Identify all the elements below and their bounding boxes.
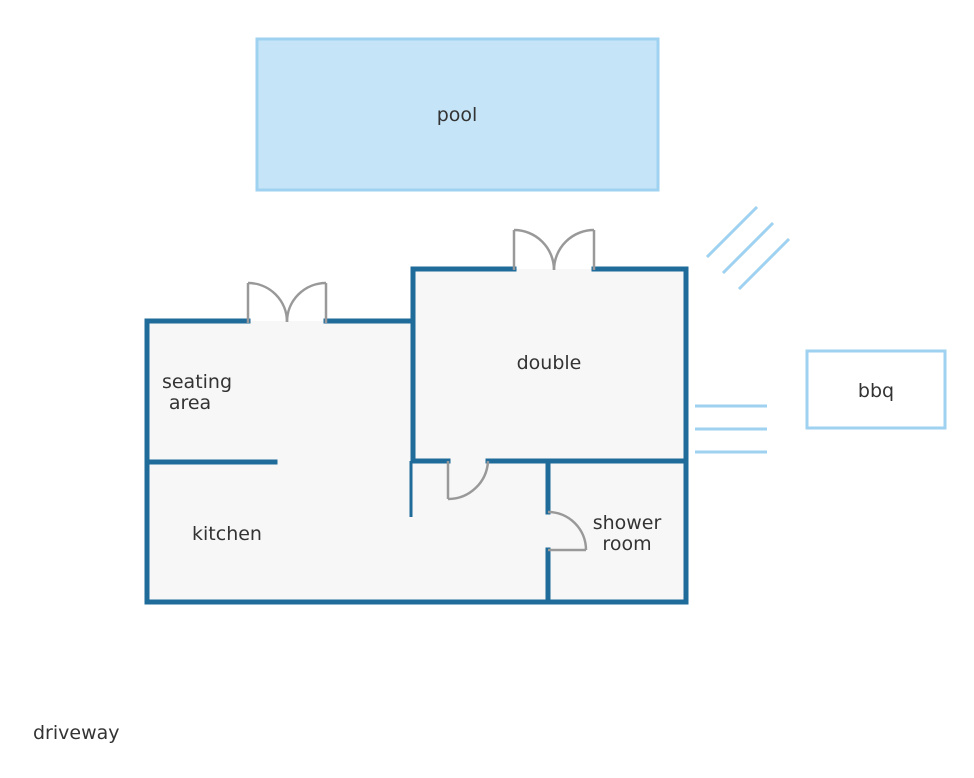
walls [144,266,689,605]
bbq-path-lines [695,404,767,454]
pool-label: pool [437,104,478,126]
double-room-label: double [517,352,582,374]
building-floor [147,269,686,602]
shower-room-label-line1: shower [593,512,662,534]
pool [255,37,660,192]
door-shower-room [547,510,588,552]
french-door-seating [246,281,328,323]
bbq-label: bbq [858,380,894,402]
kitchen-label: kitchen [192,523,262,545]
french-door-double [512,228,596,271]
bbq-area [805,349,947,430]
seating-area-label-line2: area [169,392,211,414]
door-double-room [446,460,490,501]
diagonal-path-lines [705,205,791,291]
shower-room-label-line2: room [602,533,651,555]
driveway-label: driveway [33,722,120,744]
seating-area-label-line1: seating [162,371,232,393]
